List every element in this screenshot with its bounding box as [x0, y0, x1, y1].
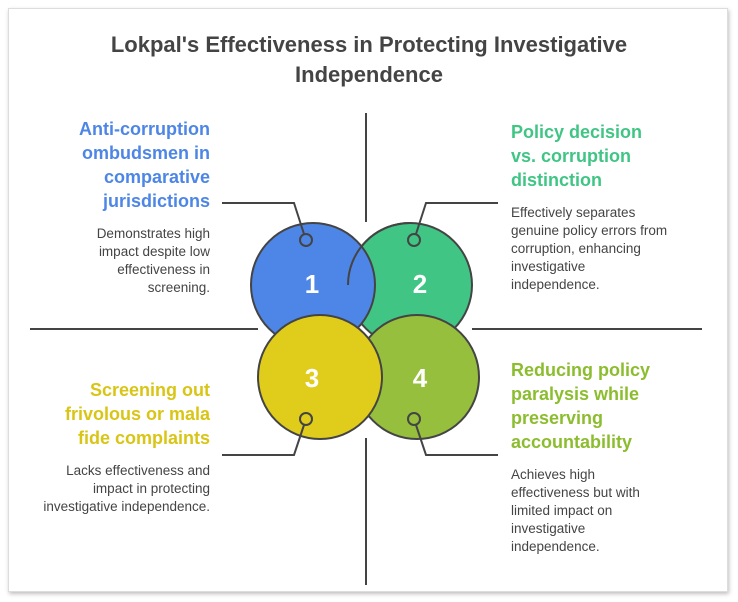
item-3-description: Lacks effectiveness and impact in protec…	[43, 463, 210, 514]
connector-dot-2	[407, 233, 421, 247]
connector-dot-1	[299, 233, 313, 247]
item-4-description: Achieves high effectiveness but with lim…	[511, 467, 640, 554]
circle-number-1: 1	[305, 269, 319, 299]
item-4-heading: Reducing policy paralysis while preservi…	[511, 360, 651, 452]
item-1-heading: Anti-corruption ombudsmen in comparative…	[79, 119, 210, 211]
connector-3	[222, 424, 305, 456]
item-2: Policy decision vs. corruption distincti…	[511, 120, 686, 294]
circle-number-2: 2	[413, 269, 427, 299]
item-3-heading: Screening out frivolous or mala fide com…	[64, 380, 210, 448]
connector-4	[415, 424, 498, 456]
item-3: Screening out frivolous or mala fide com…	[40, 378, 210, 516]
item-1: Anti-corruption ombudsmen in comparative…	[40, 117, 210, 297]
connector-dot-4	[407, 412, 421, 426]
page-title: Lokpal's Effectiveness in Protecting Inv…	[110, 32, 628, 87]
connector-2	[415, 202, 498, 235]
item-1-description: Demonstrates high impact despite low eff…	[96, 226, 210, 295]
circle-number-3: 3	[305, 363, 319, 393]
item-2-heading: Policy decision vs. corruption distincti…	[511, 122, 643, 190]
item-4: Reducing policy paralysis while preservi…	[511, 358, 671, 556]
circle-number-4: 4	[413, 363, 428, 393]
connector-dot-3	[299, 412, 313, 426]
connector-1	[222, 202, 305, 235]
item-2-description: Effectively separates genuine policy err…	[511, 205, 668, 292]
circle-3	[257, 314, 383, 440]
